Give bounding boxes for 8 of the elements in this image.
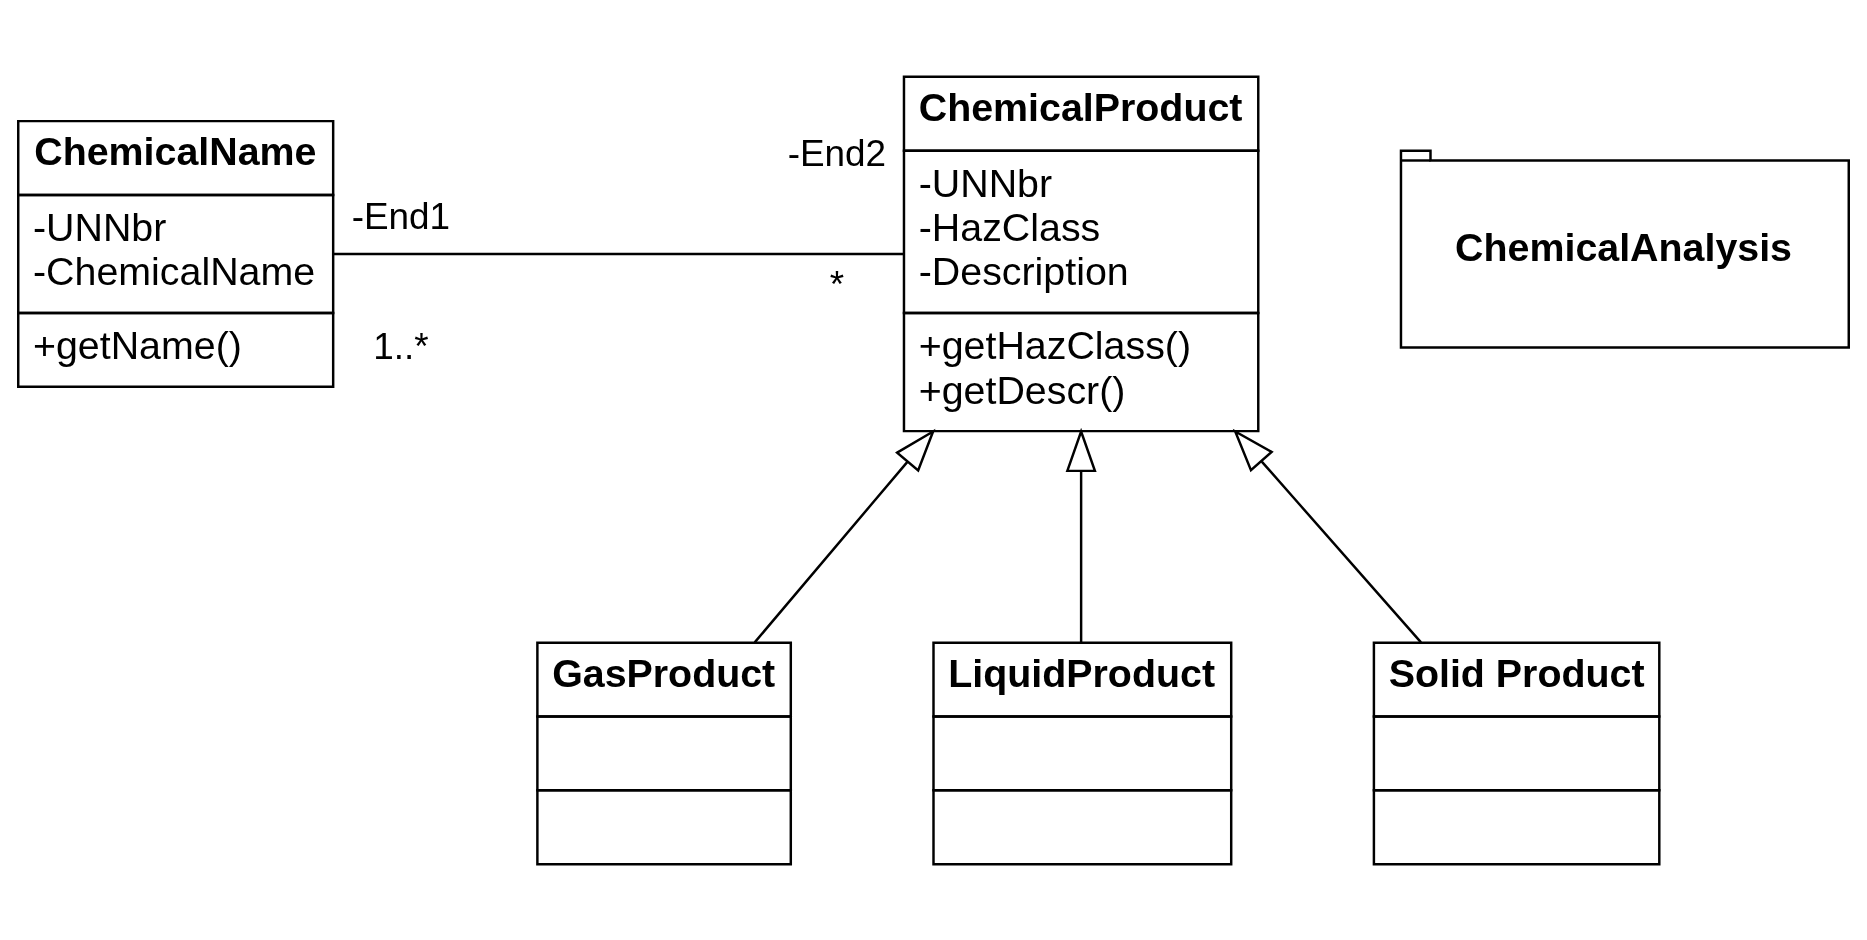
arrow: [753, 428, 936, 643]
node-label: -End2: [787, 132, 887, 174]
node-label: -End1: [351, 195, 451, 237]
node-label: 1..*: [373, 325, 429, 367]
arrow: [1065, 427, 1097, 642]
node-label: *: [829, 263, 845, 305]
connector: [334, 252, 904, 255]
arrow: [1232, 428, 1422, 643]
